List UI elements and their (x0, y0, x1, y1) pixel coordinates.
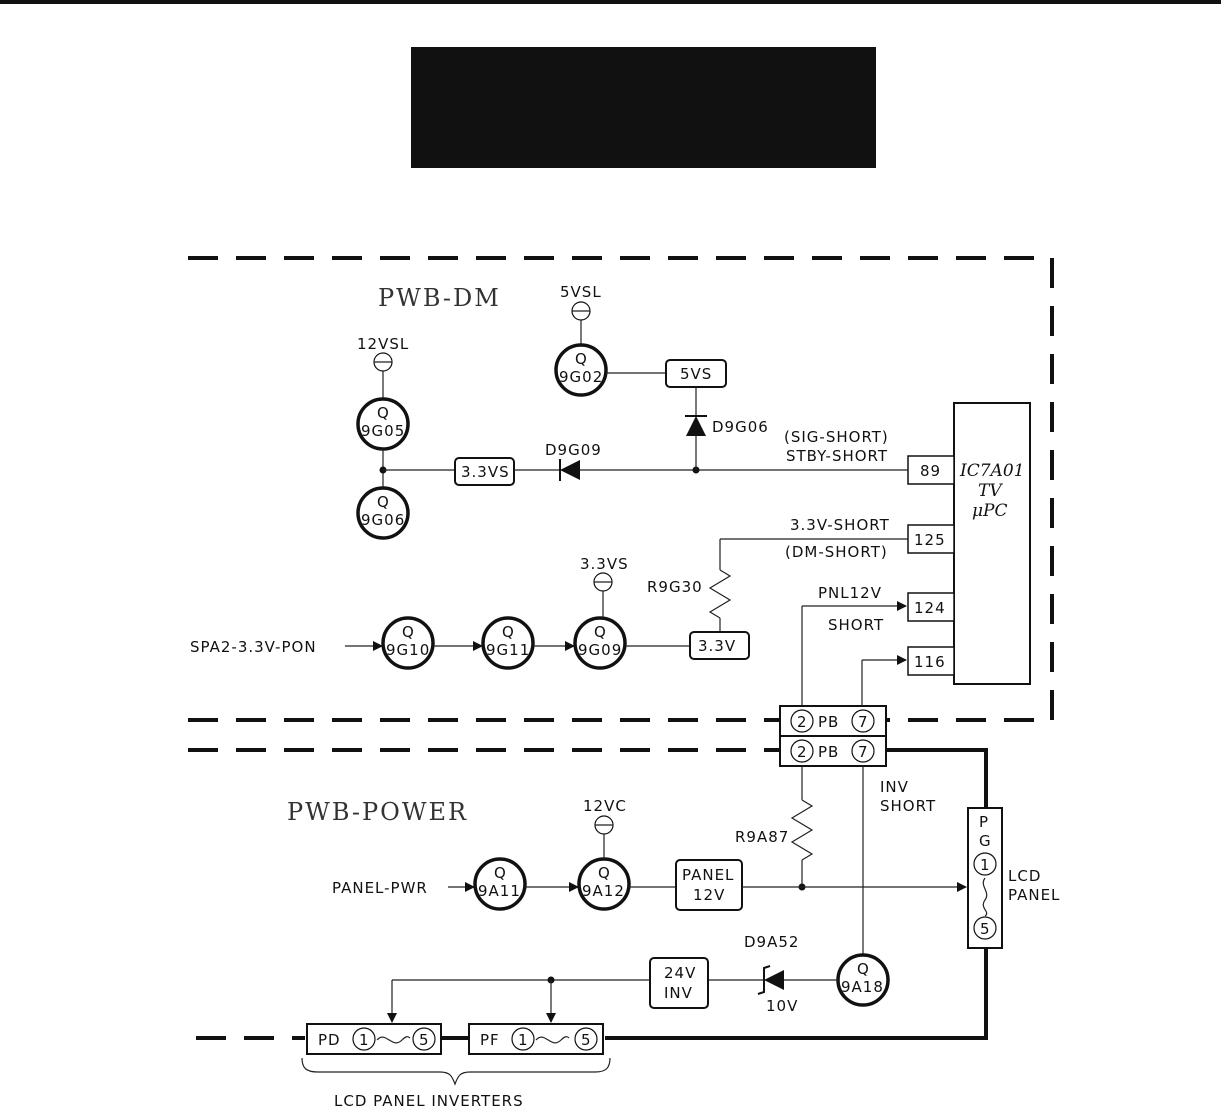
board-label-dm: PWB-DM (378, 284, 501, 312)
top-rule (0, 0, 1221, 4)
diode-d9g06-symbol (686, 416, 706, 436)
label-d9a52: D9A52 (744, 933, 799, 951)
resistor-r9g30 (708, 569, 732, 619)
box-panel-12v-label1: PANEL (682, 866, 734, 884)
pb-top-pin2: 2 (797, 713, 808, 731)
label-lcd: LCD (1008, 867, 1041, 885)
q9g10-q: Q (402, 623, 415, 641)
q9g10-id: 9G10 (386, 641, 430, 659)
label-short: SHORT (828, 616, 884, 634)
pwb-power-border-right (886, 748, 988, 808)
pg-pin5: 5 (980, 920, 991, 938)
box-24v-inv (649, 957, 709, 1009)
q9g09-id: 9G09 (578, 641, 622, 659)
pin-125: 125 (914, 531, 946, 549)
label-dm-short: (DM-SHORT) (785, 543, 888, 561)
label-lcd-panel-inverters: LCD PANEL INVERTERS (334, 1092, 524, 1109)
title-block (411, 47, 876, 168)
q9g02-q: Q (575, 350, 588, 368)
pin-116: 116 (914, 653, 946, 671)
ic7a01-block (953, 402, 1031, 685)
q9a18-id: 9A18 (841, 978, 884, 996)
ic-label-2: TV (978, 481, 1003, 501)
label-zener-10v: 10V (766, 997, 798, 1015)
box-3-3vs (454, 457, 515, 486)
pin-124: 124 (914, 599, 946, 617)
pf-pin1: 1 (518, 1031, 529, 1049)
q9a11-q: Q (494, 864, 507, 882)
pwb-power-border-right2 (605, 948, 988, 1040)
label-panel-pwr: PANEL-PWR (332, 879, 428, 897)
pb-top-label: PB (818, 713, 839, 731)
q9g05-q: Q (377, 404, 390, 422)
label-d9g09: D9G09 (545, 441, 602, 459)
box-5vs-label: 5VS (680, 365, 712, 383)
ic-label-1: IC7A01 (959, 461, 1024, 481)
box-3-3vs-label: 3.3VS (461, 463, 510, 481)
pb-bottom-pin2: 2 (797, 743, 808, 761)
q9g02-id: 9G02 (559, 368, 603, 386)
ic-label-3: μPC (972, 501, 1008, 521)
q9g11-q: Q (502, 623, 515, 641)
supply-3-3vs: 3.3VS (580, 555, 629, 573)
pin-124-box (907, 592, 955, 622)
label-spa2: SPA2-3.3V-PON (190, 638, 317, 656)
supply-5vsl: 5VSL (560, 283, 602, 301)
q9a12-id: 9A12 (582, 882, 625, 900)
box-3-3v (689, 631, 750, 660)
pwb-dm-border (188, 256, 1054, 722)
pg-label-p: P (979, 813, 989, 831)
pin-89: 89 (920, 462, 941, 480)
label-pnl12v: PNL12V (818, 584, 882, 602)
transistor-q9g02 (554, 343, 608, 397)
transistor-q9g11 (481, 616, 535, 670)
pb-bottom-label: PB (818, 743, 839, 761)
label-sig-short: (SIG-SHORT) (784, 428, 889, 446)
q9a18-q: Q (857, 960, 870, 978)
pf-pin5: 5 (581, 1031, 592, 1049)
board-label-power: PWB-POWER (287, 798, 468, 826)
pf-label: PF (480, 1031, 500, 1049)
q9g06-q: Q (377, 493, 390, 511)
label-3-3v-short: 3.3V-SHORT (790, 516, 890, 534)
pg-pin1: 1 (980, 856, 991, 874)
label-d9g06: D9G06 (712, 418, 769, 436)
label-stby-short: STBY-SHORT (786, 447, 888, 465)
box-24v-inv-label1: 24V (664, 964, 696, 982)
q9g09-q: Q (594, 623, 607, 641)
q9a11-id: 9A11 (478, 882, 521, 900)
label-r9a87: R9A87 (735, 828, 789, 846)
q9a12-q: Q (598, 864, 611, 882)
pb-top-pin7: 7 (858, 713, 869, 731)
pd-pin1: 1 (359, 1031, 370, 1049)
label-lcd-panel: PANEL (1008, 886, 1060, 904)
supply-12vc: 12VC (583, 797, 627, 815)
label-r9g30: R9G30 (647, 578, 703, 596)
pg-label-g: G (979, 832, 992, 850)
inverters-brace (301, 1057, 611, 1086)
transistor-q9a11 (473, 857, 527, 911)
supply-12vsl: 12VSL (357, 335, 409, 353)
box-panel-12v (675, 859, 743, 911)
zener-d9a52-symbol (764, 970, 784, 990)
transistor-q9g10 (381, 616, 435, 670)
box-3-3v-label: 3.3V (698, 637, 736, 655)
transistor-q9g06 (356, 486, 410, 540)
transistor-q9g09 (573, 616, 627, 670)
box-24v-inv-label2: INV (664, 984, 693, 1002)
label-inv-short: SHORT (880, 797, 936, 815)
q9g06-id: 9G06 (361, 511, 405, 529)
label-inv: INV (880, 778, 909, 796)
pd-pin5: 5 (419, 1031, 430, 1049)
q9g11-id: 9G11 (486, 641, 530, 659)
pb-bottom-pin7: 7 (858, 743, 869, 761)
pd-label: PD (318, 1031, 341, 1049)
pin-116-box (907, 646, 955, 676)
resistor-r9a87 (790, 799, 814, 861)
q9g05-id: 9G05 (361, 422, 405, 440)
diode-d9g09-symbol (560, 460, 580, 480)
pg-wave (982, 877, 988, 917)
box-panel-12v-label2: 12V (693, 886, 725, 904)
